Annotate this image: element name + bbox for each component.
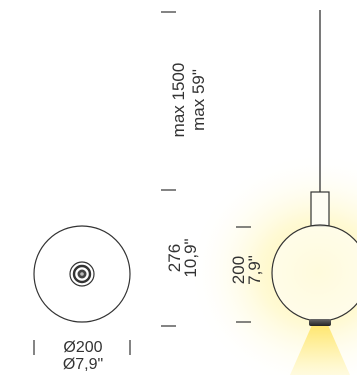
total-height-in: 10,9": [181, 238, 200, 277]
top-view-fitting-center: [80, 272, 84, 276]
diameter-in: Ø7,9": [63, 356, 103, 373]
cable-length-mm: max 1500: [169, 63, 188, 138]
light-beam: [290, 325, 350, 375]
lamp-connector: [310, 191, 330, 227]
diameter-mm: Ø200: [63, 339, 102, 356]
total-height-mm: 276: [165, 244, 184, 272]
lamp-bottom-cap: [309, 319, 331, 326]
globe-height-in: 7,9": [245, 255, 264, 285]
globe-height-mm: 200: [229, 256, 248, 284]
cable-length-in: max 59": [189, 69, 208, 131]
